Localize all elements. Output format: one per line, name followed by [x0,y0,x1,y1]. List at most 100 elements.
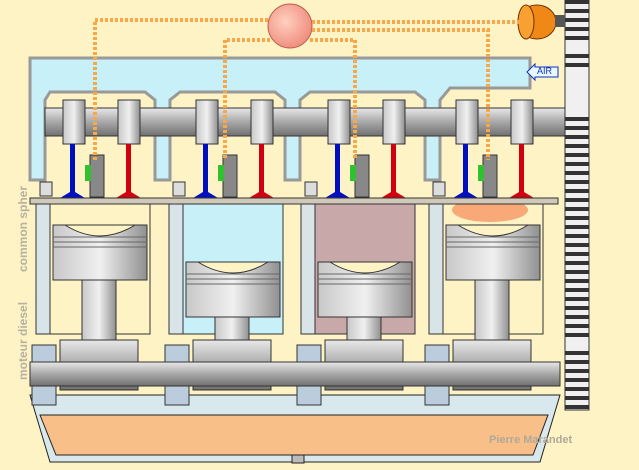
piston-bowl [328,261,402,274]
gear-tooth [565,36,589,40]
gear-tooth [565,144,589,148]
injector [482,154,498,198]
cylinder-head-gasket [29,197,559,205]
gear-tooth [565,27,589,31]
piston-bowl [63,224,137,237]
gear-tooth [565,270,589,274]
side-label-top: common spher [16,185,30,272]
cylinder-wall [300,203,316,335]
gear-tooth [565,198,589,202]
gear-tooth [565,9,589,13]
exhaust-valve [259,144,264,194]
gear-tooth [565,360,589,364]
pump-drive-face [517,4,535,40]
cylinder-wall [35,203,51,335]
intake-valve-head [60,192,85,198]
injector [89,154,105,198]
exhaust-valve [126,144,131,194]
gear-tooth [565,54,589,58]
credit-text: Pierre Marandet [489,434,573,446]
glow-plug [39,181,53,197]
intake-valve-head [453,192,478,198]
piston-bowl [456,224,530,237]
gear-tooth [565,153,589,157]
cam-lobe-exhaust [382,99,406,145]
intake-valve [463,144,468,194]
gear-tooth [565,405,589,409]
cylinder-wall [428,203,444,335]
cam-lobe-intake [62,99,86,145]
gear-tooth [565,162,589,166]
exhaust-valve-head [249,192,274,198]
gear-tooth [565,189,589,193]
side-label-bottom: moteur diesel [16,301,30,380]
gear-tooth [565,324,589,328]
gear-tooth [565,243,589,247]
gear-tooth [565,378,589,382]
gear-tooth [565,180,589,184]
injector-coil [85,165,91,181]
crankshaft-main [29,361,561,387]
intake-valve-head [193,192,218,198]
cam-lobe-exhaust [510,99,534,145]
gear-tooth [565,315,589,319]
timing-belt [564,0,590,411]
cam-lobe-exhaust [250,99,274,145]
pump-shaft [555,15,565,27]
air-label: AIR [537,66,553,76]
gear-tooth [565,333,589,337]
high-pressure-pump [267,3,313,49]
gear-tooth [565,369,589,373]
injector-coil [478,165,484,181]
gear-tooth [565,306,589,310]
gear-tooth [565,387,589,391]
gear-tooth [565,126,589,130]
oil [39,414,549,456]
cylinder-2 [164,99,284,406]
intake-valve [335,144,340,194]
exhaust-valve-head [509,192,534,198]
air-arrow-icon [526,62,559,82]
injector-coil [350,165,356,181]
cylinder-1 [31,99,151,406]
cylinder-wall [168,203,184,335]
cam-lobe-exhaust [117,99,141,145]
intake-valve [203,144,208,194]
gear-tooth [565,261,589,265]
exhaust-valve [391,144,396,194]
gear-tooth [565,216,589,220]
gear-tooth [565,351,589,355]
glow-plug [432,181,446,197]
gear-tooth [565,252,589,256]
exhaust-valve-head [116,192,141,198]
gear-tooth [565,0,589,4]
gear-tooth [565,63,589,67]
intake-valve [70,144,75,194]
gear-tooth [565,117,589,121]
gear-tooth [565,171,589,175]
cam-lobe-intake [195,99,219,145]
drain-plug [291,454,305,464]
gear-tooth [565,396,589,400]
glow-plug [304,181,318,197]
fuel-lines [93,18,520,160]
intake-valve-head [325,192,350,198]
injector-coil [218,165,224,181]
gear-tooth [565,297,589,301]
cam-lobe-intake [455,99,479,145]
glow-plug [172,181,186,197]
cam-lobe-intake [327,99,351,145]
gear-tooth [565,18,589,22]
piston-bowl [196,261,270,274]
injector [354,154,370,198]
gear-tooth [565,279,589,283]
exhaust-valve-head [381,192,406,198]
cylinder-4 [424,99,544,406]
exhaust-valve [519,144,524,194]
gear-tooth [565,288,589,292]
gear-tooth [565,207,589,211]
gear-tooth [565,234,589,238]
gear-tooth [565,225,589,229]
